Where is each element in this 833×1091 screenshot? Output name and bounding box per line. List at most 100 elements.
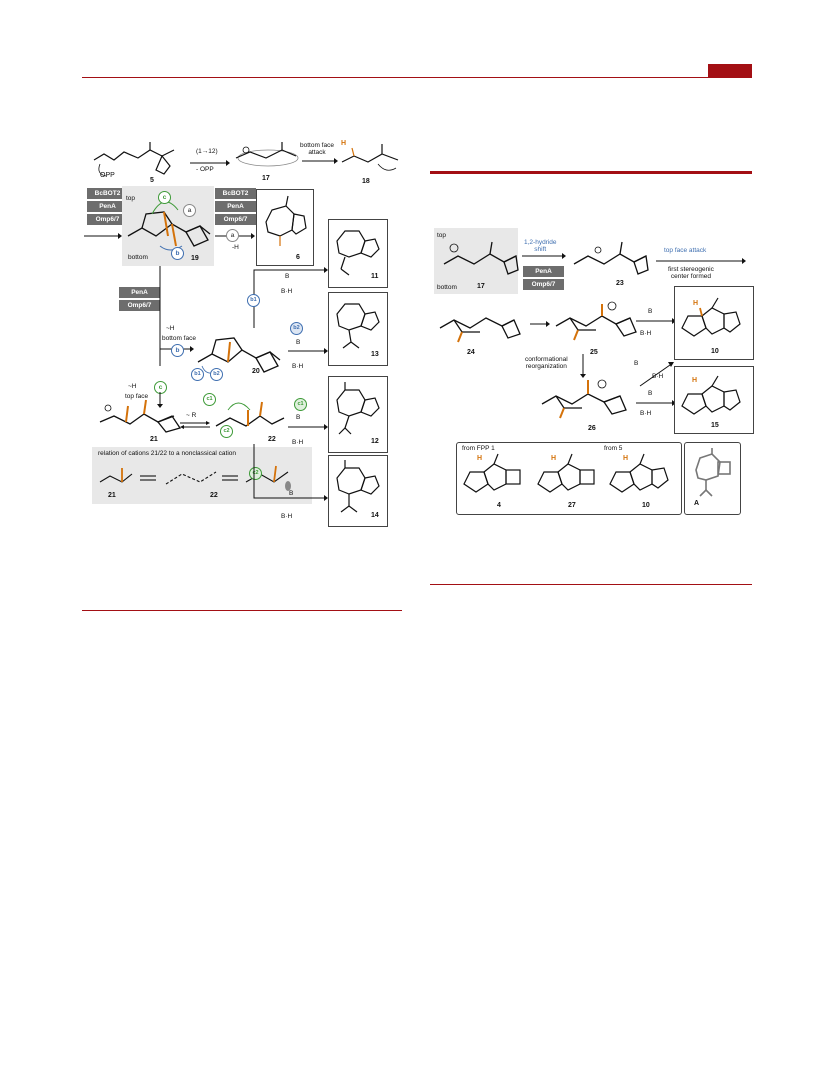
compound-18-label: 18 <box>362 178 370 185</box>
top-label-17: top <box>437 232 447 239</box>
minus-opp-label: - OPP <box>196 166 214 173</box>
right-footer-rule <box>430 584 752 585</box>
base-h-label-13: B·H <box>292 363 304 370</box>
enzyme-tag-bcbot2-1: BcBOT2 <box>86 187 129 200</box>
compound-22-label-b: 22 <box>210 492 218 499</box>
compound-17-right-label: 17 <box>477 283 485 290</box>
compound-19-label: 19 <box>191 255 199 262</box>
bottom-label-17: bottom <box>437 284 457 291</box>
structure-21 <box>99 399 182 433</box>
bottom-label-19: bottom <box>128 254 148 261</box>
path-b1-marker: b1 <box>247 294 260 307</box>
structure-17 <box>235 142 299 167</box>
arrow-to-21 <box>157 392 163 408</box>
compound-5-label: 5 <box>150 177 154 184</box>
conformational-label: conformational reorganization <box>525 356 568 370</box>
path-c-marker-top: c <box>158 191 171 204</box>
h-label-18: H <box>341 140 347 147</box>
bottom-face-label: bottom face <box>162 335 196 342</box>
base-label-12: B <box>296 414 301 421</box>
enzyme-tag-pena-2: PenA <box>214 200 257 213</box>
structure-17-right <box>443 241 519 275</box>
base-h-label-14: B·H <box>281 513 293 520</box>
arrow-17-18 <box>302 158 338 164</box>
opp-label: OPP <box>100 172 115 179</box>
compound-14-label: 14 <box>371 512 379 519</box>
r-shift-label: ~ R <box>186 412 197 419</box>
structure-26 <box>541 379 627 419</box>
base-h-label-25: B·H <box>640 330 652 337</box>
base-label-25: B <box>648 308 653 315</box>
step-1-12-label: (1→12) <box>196 148 218 155</box>
structure-10 <box>681 297 741 337</box>
top-label-19: top <box>126 195 136 202</box>
top-face-label: top face <box>125 393 149 400</box>
path-c2-marker: c2 <box>249 467 262 480</box>
compound-23-label: 23 <box>616 280 624 287</box>
hydride-shift-label: 1,2-hydride shift <box>524 239 557 253</box>
equilibrium-21-22 <box>180 421 210 429</box>
path-b-marker-19: b <box>171 247 184 260</box>
nonclassical-structures <box>99 465 291 491</box>
compound-20-label: 20 <box>252 368 260 375</box>
right-title-bar <box>430 171 752 174</box>
arrow-25-10 <box>636 318 676 324</box>
structure-a <box>695 448 731 497</box>
compound-15-label: 15 <box>711 422 719 429</box>
compound-12-label: 12 <box>371 438 379 445</box>
from-fpp-label: from FPP 1 <box>462 445 495 452</box>
arrow-c2-14 <box>253 444 328 501</box>
path-a-marker-19: a <box>183 204 196 217</box>
structure-12 <box>336 382 380 435</box>
path-b2-marker-20: b2 <box>210 368 223 381</box>
structure-23 <box>573 241 649 275</box>
compound-10b-label: 10 <box>642 502 650 509</box>
structure-18 <box>341 144 399 171</box>
compound-26-label: 26 <box>588 425 596 432</box>
arrow-24-25 <box>530 321 550 327</box>
base-h-label-12: B·H <box>292 439 304 446</box>
header-rule <box>82 77 752 78</box>
path-c2-marker-22: c2 <box>220 425 233 438</box>
arrow-5-17 <box>190 160 230 166</box>
h-label-15: H <box>692 377 698 384</box>
product-12-box <box>328 376 388 453</box>
structure-11 <box>336 230 380 276</box>
base-h-label-26b: B·H <box>640 410 652 417</box>
page-number-tab <box>708 64 752 77</box>
arrow-into-19 <box>84 233 122 239</box>
bottom-face-attack-label: bottom face attack <box>300 142 334 156</box>
minus-h-label: -H <box>232 244 239 251</box>
base-label-14: B <box>289 490 294 497</box>
path-c1-marker: c1 <box>294 398 307 411</box>
compound-a-label: A <box>694 500 700 507</box>
path-b-marker: b <box>171 344 184 357</box>
base-label-26b: B <box>648 390 653 397</box>
structure-13 <box>336 303 380 349</box>
base-label-11: B <box>285 273 290 280</box>
arrow-17-23 <box>522 253 566 259</box>
structure-24 <box>439 317 521 343</box>
compound-4-label: 4 <box>497 502 501 509</box>
nonclassical-caption: relation of cations 21/22 to a nonclassi… <box>98 450 237 457</box>
compound-27-label: 27 <box>568 502 576 509</box>
structure-20 <box>197 337 281 374</box>
arrow-23-24 <box>656 258 746 264</box>
structure-15 <box>681 375 741 415</box>
product-10-box <box>674 286 754 360</box>
arrow-25-26 <box>580 354 586 378</box>
arrow-b1-11 <box>253 267 328 328</box>
path-b1-marker-20: b1 <box>191 368 204 381</box>
base-label-26a: B <box>634 360 639 367</box>
structure-5 <box>93 142 175 177</box>
compound-22-label: 22 <box>268 436 276 443</box>
h-shift-c-label: ~H <box>128 383 137 390</box>
compound-13-label: 13 <box>371 351 379 358</box>
base-h-label-11: B·H <box>281 288 293 295</box>
from-5-label: from 5 <box>604 445 623 452</box>
structures-4-27-10 <box>463 453 669 493</box>
base-label-13: B <box>296 339 301 346</box>
enzyme-tag-omp67-r: Omp6/7 <box>522 278 565 291</box>
enzyme-tag-bcbot2-2: BcBOT2 <box>214 187 257 200</box>
arrow-26-10 <box>639 362 674 387</box>
